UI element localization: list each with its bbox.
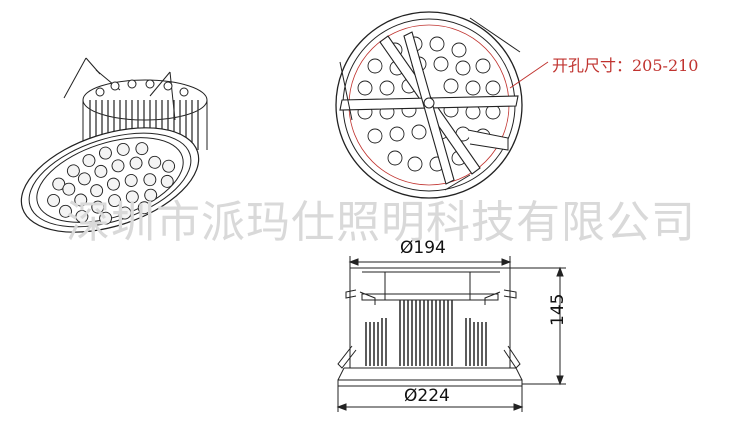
company-watermark: 深圳市派玛仕照明科技有限公司 (66, 197, 696, 248)
bottom-diameter-label: Ø224 (404, 386, 450, 406)
perspective-view (20, 57, 208, 233)
height-label: 145 (548, 293, 568, 326)
front-view (335, 11, 523, 199)
side-view (336, 256, 566, 412)
cutout-size-label: 开孔尺寸：205-210 (552, 56, 699, 75)
cutout-leader-line (509, 61, 549, 89)
top-diameter-label: Ø194 (400, 238, 446, 258)
